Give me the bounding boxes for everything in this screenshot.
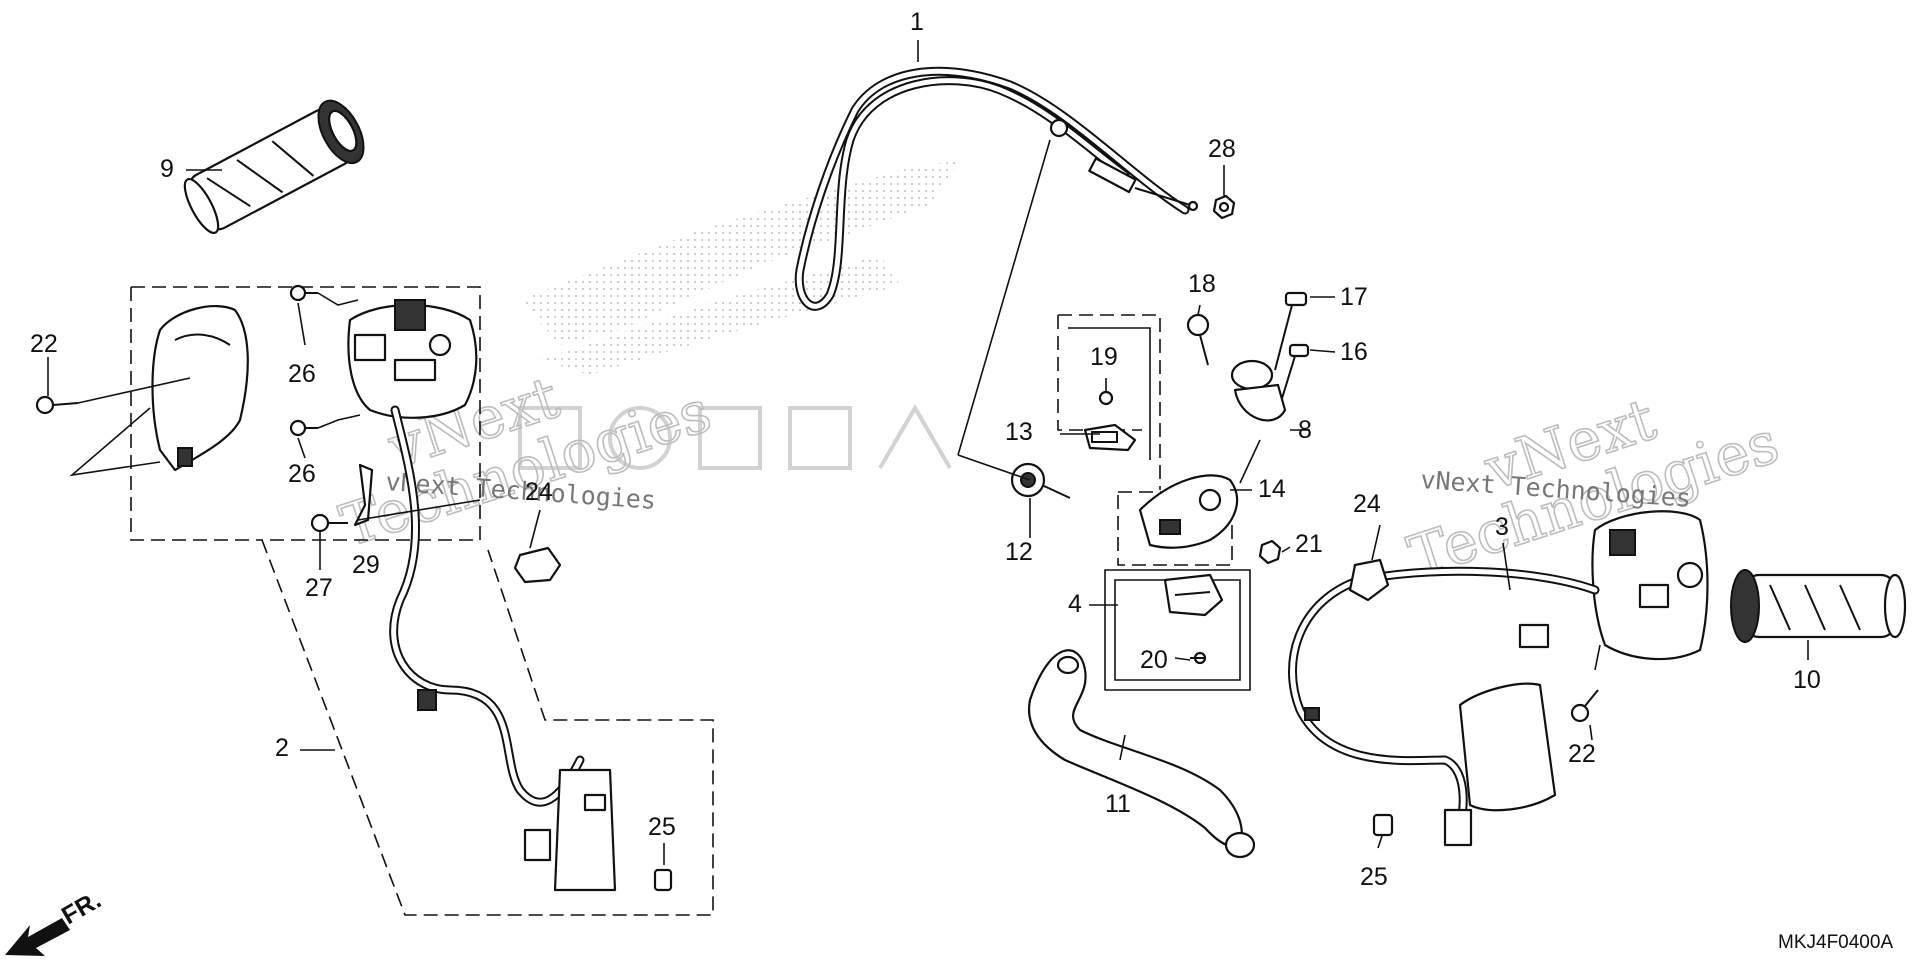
callout-26-lower: 26 [288,460,316,488]
callout-24-right: 24 [1353,490,1381,518]
callout-13: 13 [1005,418,1033,446]
left-handlebar-switch[interactable] [347,299,478,419]
clutch-lever-11[interactable] [1027,649,1256,859]
callout-14: 14 [1258,475,1286,503]
callout-17: 17 [1340,283,1368,311]
callout-8: 8 [1298,416,1312,444]
screw-26-upper[interactable] [289,284,318,302]
left-grip[interactable] [177,93,373,240]
right-grip[interactable] [1730,569,1907,643]
bolt-17[interactable] [1274,291,1308,371]
lever-holder-14[interactable] [1138,474,1239,549]
callout-3: 3 [1495,513,1509,541]
callout-22-left: 22 [30,330,58,358]
front-direction-indicator: FR. [5,886,106,956]
switch-assembly-box-13 [1058,314,1161,490]
clutch-cable[interactable] [794,66,1199,311]
left-switch-assembly-box [131,286,481,541]
clip-25-right[interactable] [1372,813,1394,837]
callout-12: 12 [1005,538,1033,566]
clamp-24-left[interactable] [513,546,562,584]
screw-20[interactable] [1190,651,1207,665]
right-switch-harness[interactable] [1288,566,1600,847]
bolt-16[interactable] [1279,343,1310,406]
callout-20: 20 [1140,646,1168,674]
adjuster-12[interactable] [1010,462,1071,499]
callout-27: 27 [305,574,333,602]
callout-18: 18 [1188,270,1216,298]
callout-28: 28 [1208,135,1236,163]
clutch-switch-13[interactable] [1083,423,1137,452]
nut-28[interactable] [1212,194,1236,220]
front-arrow-icon [5,918,70,956]
screw-26-lower[interactable] [289,419,318,437]
callout-11: 11 [1105,790,1131,818]
callout-numbers: 1 2 3 4 8 9 10 11 12 13 14 16 17 18 19 2… [30,8,1821,891]
screw-27[interactable] [310,513,348,533]
callout-1: 1 [910,8,924,36]
callout-4: 4 [1068,590,1082,618]
callout-21: 21 [1295,530,1323,558]
background-wing-logo [520,160,960,375]
screw-18[interactable] [1186,313,1210,366]
callout-9: 9 [160,155,174,183]
bracket-29[interactable] [353,463,374,527]
background-brand-letters [518,404,952,470]
drawing-code: MKJ4F0400A [1778,932,1893,953]
callout-25-right: 25 [1360,863,1388,891]
callout-25-left: 25 [648,813,676,841]
right-handlebar-switch[interactable] [1591,510,1709,661]
clip-25-left[interactable] [653,868,673,892]
callout-24-left: 24 [525,478,553,506]
callout-10: 10 [1793,666,1821,694]
clamp-24-right[interactable] [1348,558,1390,602]
callout-22-right: 22 [1568,740,1596,768]
left-switch-harness[interactable] [389,405,617,892]
callout-16: 16 [1340,338,1368,366]
holder-8[interactable] [1230,359,1287,422]
nut-21[interactable] [1258,539,1282,565]
leader-lines [47,40,1809,865]
left-switch-cover[interactable] [151,305,249,472]
callout-26-upper: 26 [288,360,316,388]
callout-2: 2 [275,734,289,762]
clutch-switch-4[interactable] [1163,573,1224,617]
bolt-22-right[interactable] [1570,689,1599,723]
bolt-22-left[interactable] [35,395,79,415]
callout-19: 19 [1090,343,1118,371]
screw-19[interactable] [1098,390,1114,406]
callout-29: 29 [352,551,380,579]
